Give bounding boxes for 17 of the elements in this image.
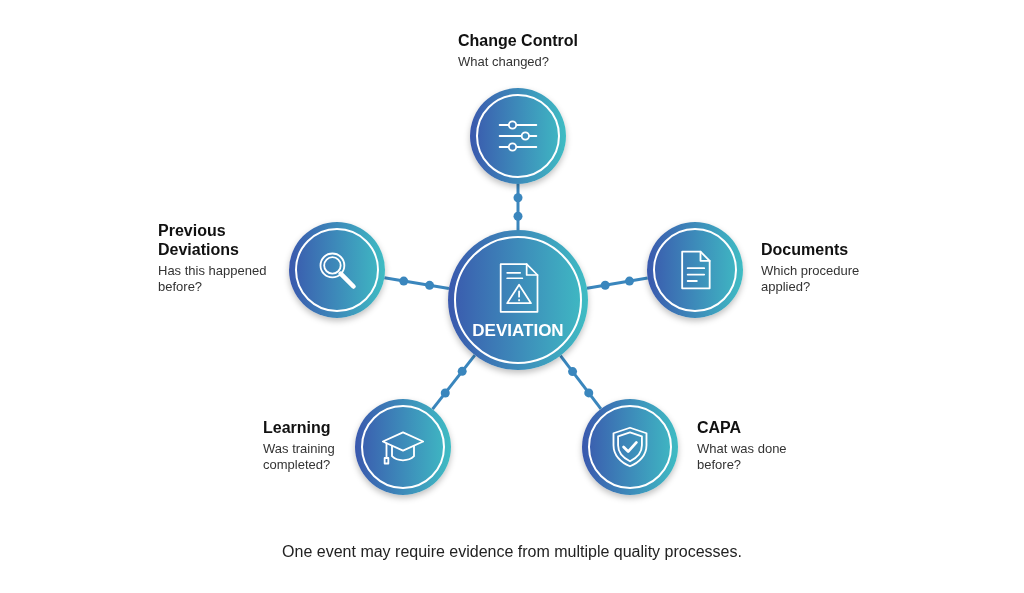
node-description: Has this happened before? (158, 263, 268, 295)
node-description: What changed? (458, 54, 551, 70)
connector (586, 276, 648, 290)
connector (559, 354, 603, 410)
node-heading: Documents (761, 240, 850, 259)
node-description: Which procedure applied? (761, 263, 861, 295)
node-description: What was done before? (697, 441, 788, 473)
center-label: DEVIATION (472, 321, 564, 339)
node-heading: CAPA (697, 418, 743, 437)
node-heading: Change Control (458, 31, 579, 50)
node-heading: Learning (263, 418, 332, 437)
node-description: Was training completed? (263, 441, 336, 473)
node-heading: Previous Deviations (158, 221, 240, 259)
connector (516, 184, 520, 230)
connector (384, 276, 450, 291)
connector (431, 354, 477, 411)
caption: One event may require evidence from multiple quality processes. (282, 542, 742, 562)
